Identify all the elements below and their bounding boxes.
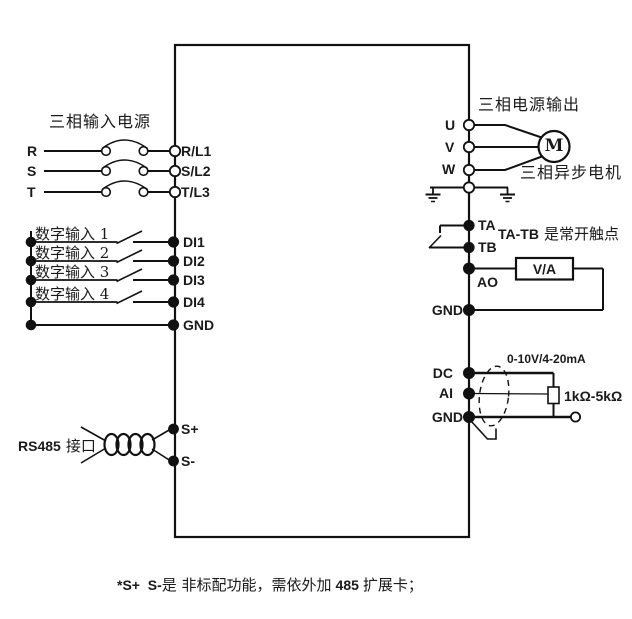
digital-input-2-label: 数字输入 2 [35, 244, 110, 262]
rs485-wiring [80, 423, 179, 467]
terminal-di4-label: DI4 [183, 294, 205, 310]
terminal-gnd-relay-label: GND [431, 302, 463, 318]
input-phase-s [44, 159, 170, 177]
footnote-text2: 扩展卡； [362, 576, 423, 594]
terminal-gnd-left-label: GND [183, 317, 215, 333]
switch-contact-icon [116, 249, 143, 264]
meter-label: V/A [532, 261, 557, 277]
potentiometer-symbol [547, 386, 560, 405]
terminal-tl3-label: T/L3 [181, 184, 210, 200]
digital-input-4-label: 数字输入 4 [35, 285, 110, 303]
relay-contact-icon [428, 234, 442, 249]
footnote-num: 485 [335, 577, 359, 593]
relay-note-text: 是常开触点 [543, 225, 619, 243]
footnote-text1: 是 非标配功能，需依外加 [161, 576, 332, 594]
phase-r-label: R [27, 143, 38, 159]
motor-symbol [537, 129, 571, 164]
relay-wiring [428, 219, 604, 316]
input-power-title: 三相输入电源 [49, 112, 152, 131]
shield-drain-wire [470, 420, 497, 440]
phase-s-label: S [27, 163, 37, 179]
terminal-w-label: W [442, 161, 456, 177]
switch-contact-icon [116, 230, 143, 245]
terminal-di1-label: DI1 [183, 234, 205, 250]
digital-inputs-wiring [25, 230, 180, 331]
output-terminals [462, 118, 476, 194]
terminal-u-label: U [445, 117, 456, 133]
terminal-v-label: V [445, 139, 455, 155]
output-wiring [425, 118, 571, 203]
input-phase-t [44, 180, 170, 198]
motor-caption: 三相异步电机 [520, 163, 623, 182]
terminal-di2-label: DI2 [183, 253, 205, 269]
terminal-tb-label: TB [478, 239, 497, 255]
analog-input-wiring [463, 365, 582, 440]
cable-shield-ellipse [478, 365, 510, 427]
terminal-sl2-label: S/L2 [181, 163, 211, 179]
analog-signal-range-label: 0-10V/4-20mA [507, 352, 586, 366]
pot-value-label: 1kΩ-5kΩ [564, 388, 623, 404]
switch-contact-icon [116, 290, 143, 305]
rs485-text: 接口 [65, 437, 96, 455]
wiper-wire [473, 392, 549, 395]
terminal-dc-label: DC [432, 365, 453, 381]
breaker-arc-icon [101, 159, 148, 170]
terminal-s-minus-label: S- [181, 453, 195, 469]
digital-input-1-label: 数字输入 1 [35, 225, 110, 243]
rs485-code: RS485 [18, 438, 61, 454]
twisted-pair-coil-icon [103, 432, 156, 457]
motor-letter: M [544, 136, 564, 156]
terminal-ao-label: AO [477, 274, 498, 290]
terminal-ta-label: TA [478, 217, 496, 233]
terminal-rl1-label: R/L1 [181, 143, 212, 159]
earth-ground-icon [425, 187, 441, 203]
terminal-ai-label: AI [439, 385, 453, 401]
breaker-arc-icon [101, 139, 148, 150]
digital-input-3-label: 数字输入 3 [35, 263, 110, 281]
pot-end-terminal [570, 411, 582, 423]
terminal-s-plus-label: S+ [181, 421, 199, 437]
input-phase-r [44, 139, 170, 157]
earth-ground-icon [500, 187, 515, 203]
inverter-box [173, 43, 471, 539]
footnote-code: *S+ S- [117, 577, 162, 593]
breaker-arc-icon [101, 180, 148, 191]
input-terminals [168, 144, 182, 199]
terminal-gnd-analog-label: GND [431, 409, 463, 425]
output-power-title: 三相电源输出 [478, 95, 581, 114]
relay-note-code: TA-TB [498, 226, 539, 242]
phase-t-label: T [27, 184, 36, 200]
switch-contact-icon [116, 268, 143, 283]
terminal-di3-label: DI3 [183, 272, 205, 288]
